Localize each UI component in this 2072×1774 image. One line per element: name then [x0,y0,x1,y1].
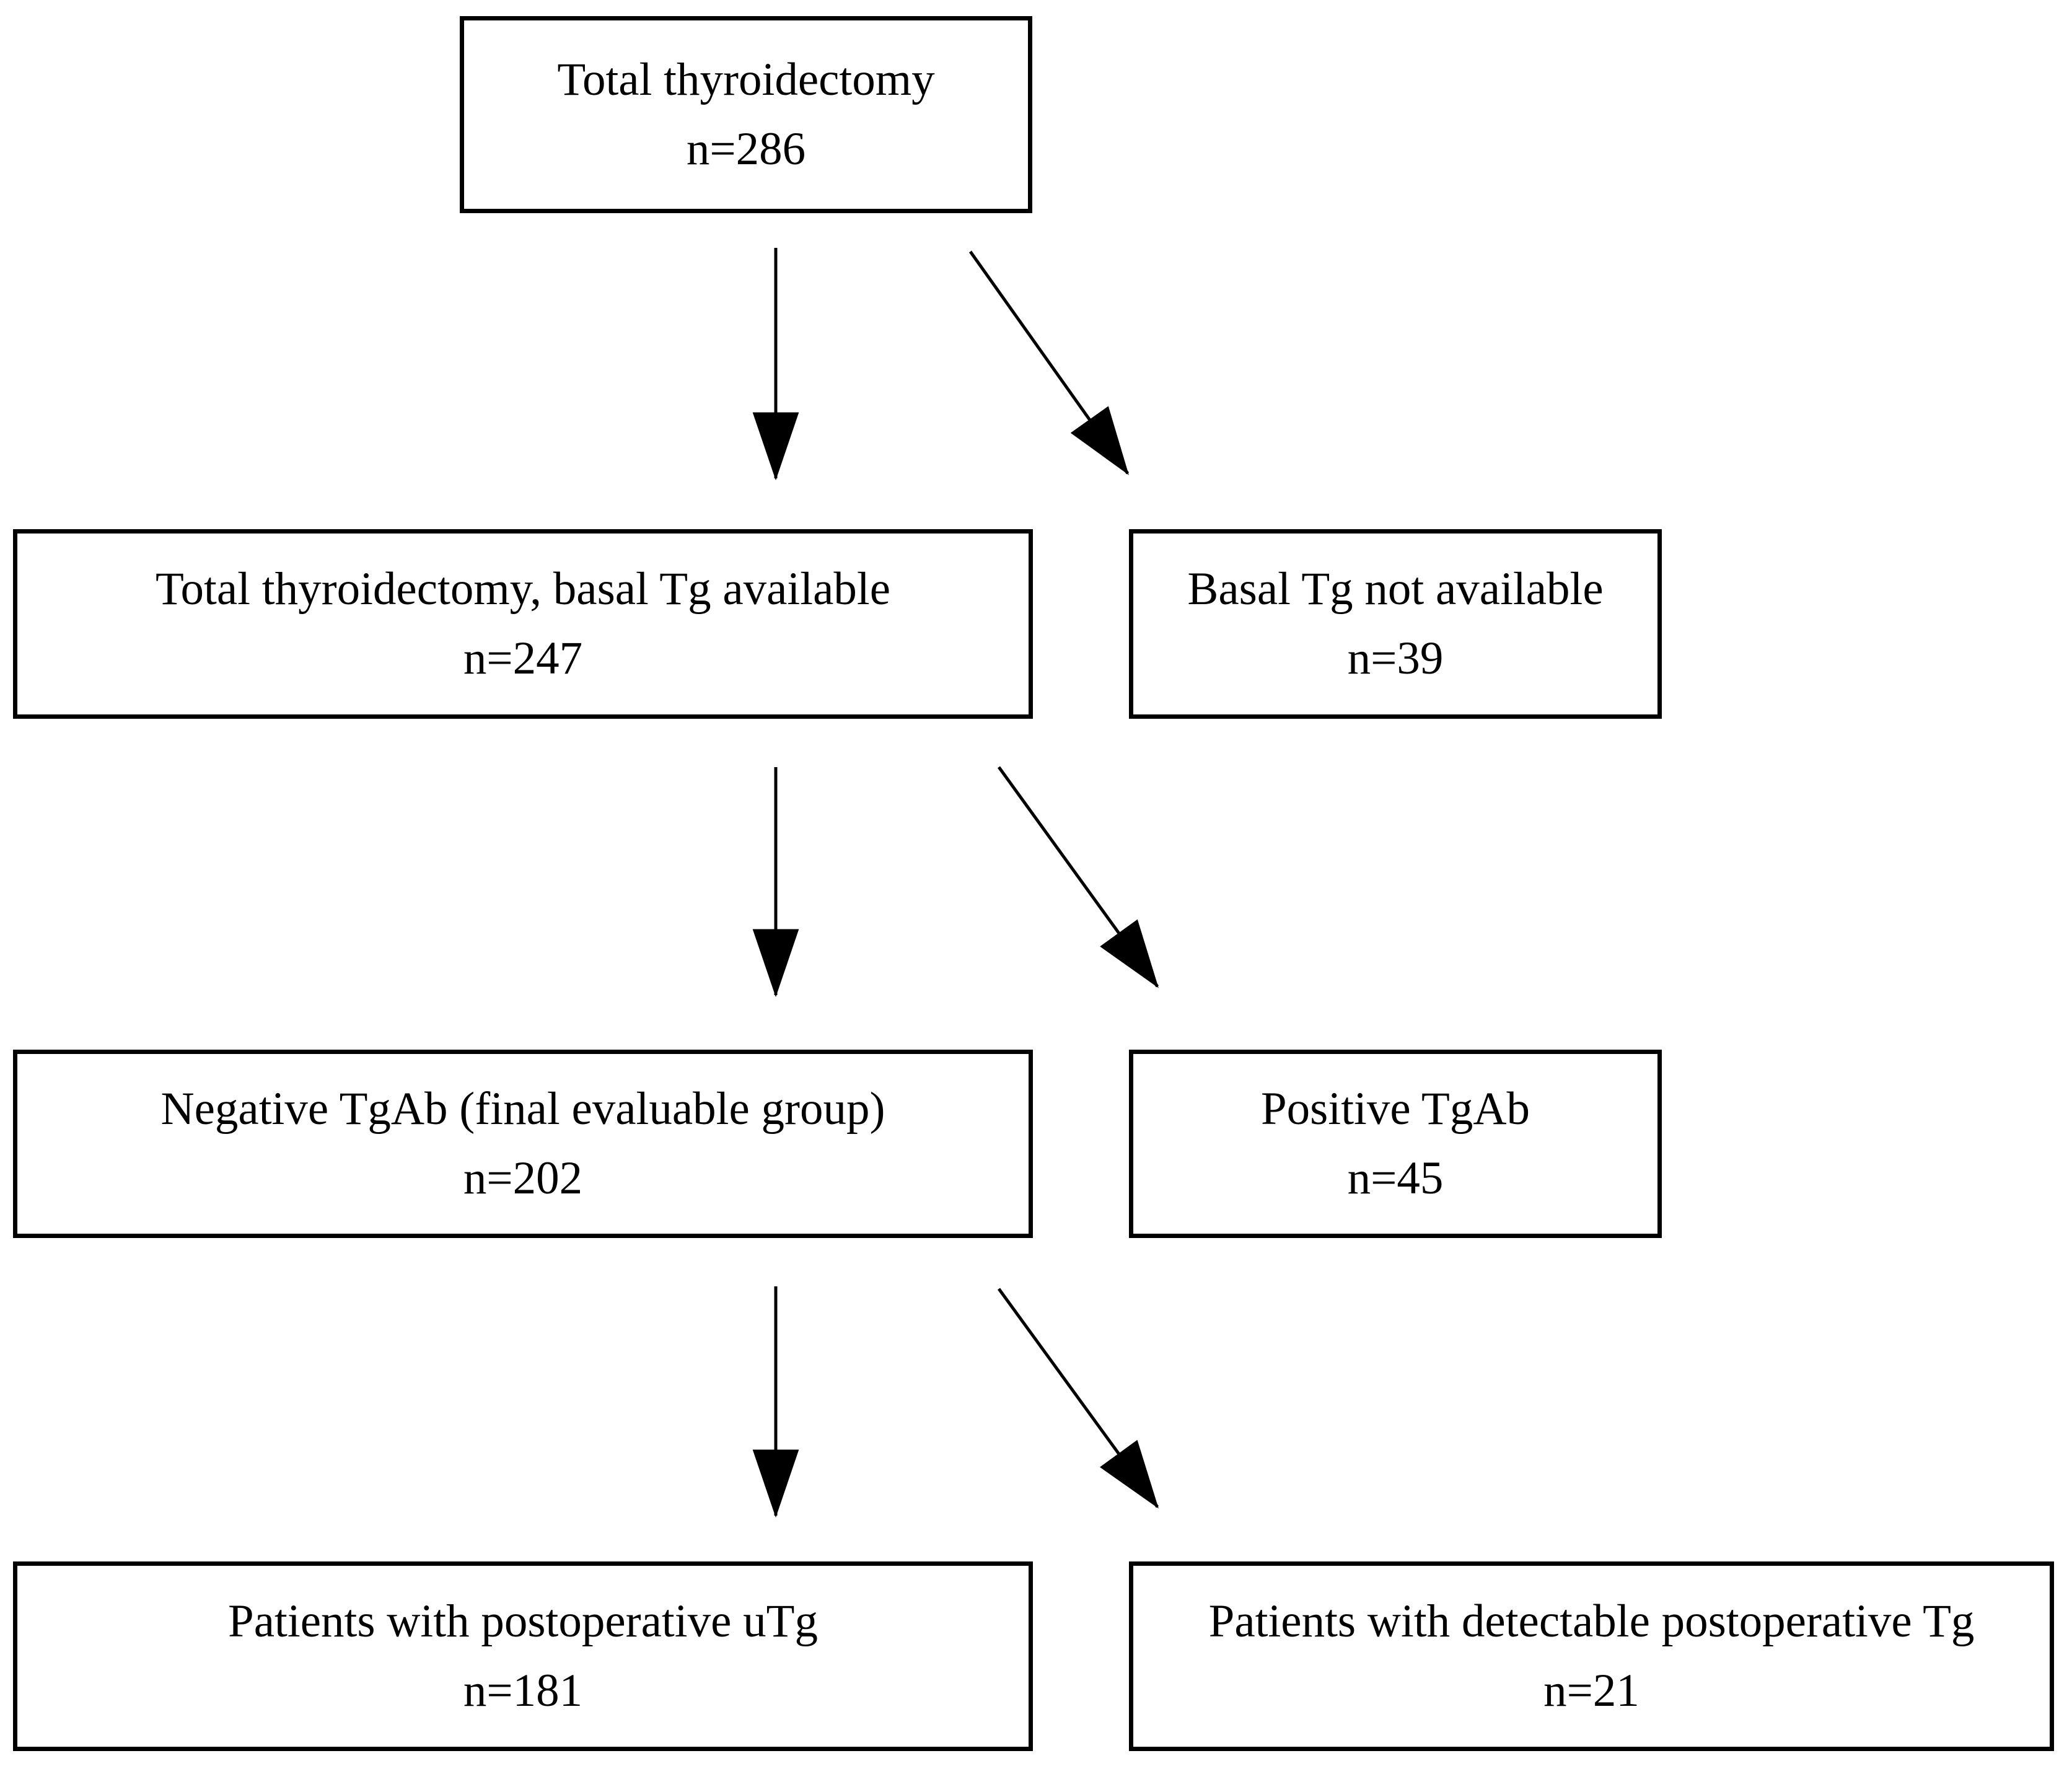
edge-total-to-basal-not-available-arrow [968,250,1130,475]
node-basal-tg-not-available: Basal Tg not available n=39 [1129,529,1662,719]
node-count: n=45 [1347,1153,1444,1204]
node-label: Positive TgAb [1260,1083,1530,1135]
node-count: n=202 [463,1153,583,1204]
node-count: n=181 [463,1665,583,1716]
node-detectable-postoperative-tg: Patients with detectable postoperative T… [1129,1561,2054,1751]
node-postoperative-utg: Patients with postoperative uTg n=181 [13,1561,1033,1751]
node-basal-tg-available: Total thyroidectomy, basal Tg available … [13,529,1033,719]
node-negative-tgab: Negative TgAb (final evaluable group) n=… [13,1050,1033,1238]
node-label: Basal Tg not available [1187,563,1604,615]
node-count: n=247 [463,633,583,684]
node-label: Negative TgAb (final evaluable group) [160,1083,885,1135]
node-total-thyroidectomy: Total thyroidectomy n=286 [460,16,1032,213]
node-label: Total thyroidectomy, basal Tg available [155,563,891,615]
edge-negative-tgab-to-detectable-tg-arrow [997,1288,1159,1509]
node-label: Patients with postoperative uTg [228,1596,818,1647]
node-count: n=39 [1347,633,1444,684]
node-positive-tgab: Positive TgAb n=45 [1129,1050,1662,1238]
edge-basal-available-to-positive-tgab-arrow [997,766,1159,988]
node-count: n=286 [686,123,806,175]
node-label: Total thyroidectomy [557,54,935,105]
node-label: Patients with detectable postoperative T… [1208,1596,1975,1647]
node-count: n=21 [1543,1665,1640,1716]
